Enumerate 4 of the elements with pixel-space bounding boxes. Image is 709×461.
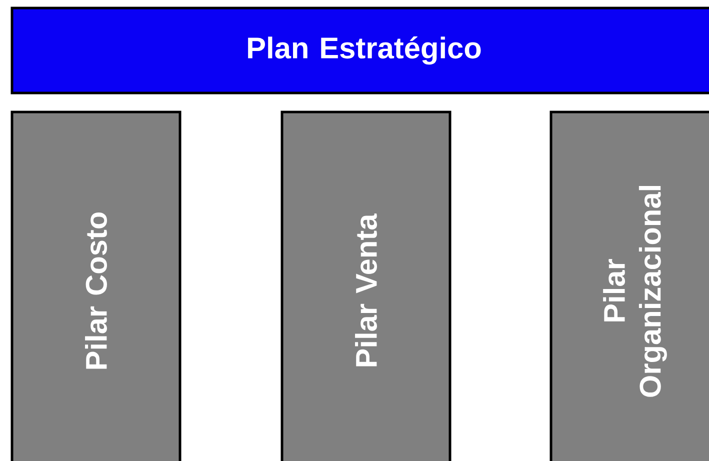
pillar-box: Pilar Costo xyxy=(10,110,182,461)
pillar-box: Pilar Organizacional xyxy=(550,110,709,461)
pillar-box: Pilar Venta xyxy=(280,110,452,461)
title-banner: Plan Estratégico xyxy=(10,6,709,94)
